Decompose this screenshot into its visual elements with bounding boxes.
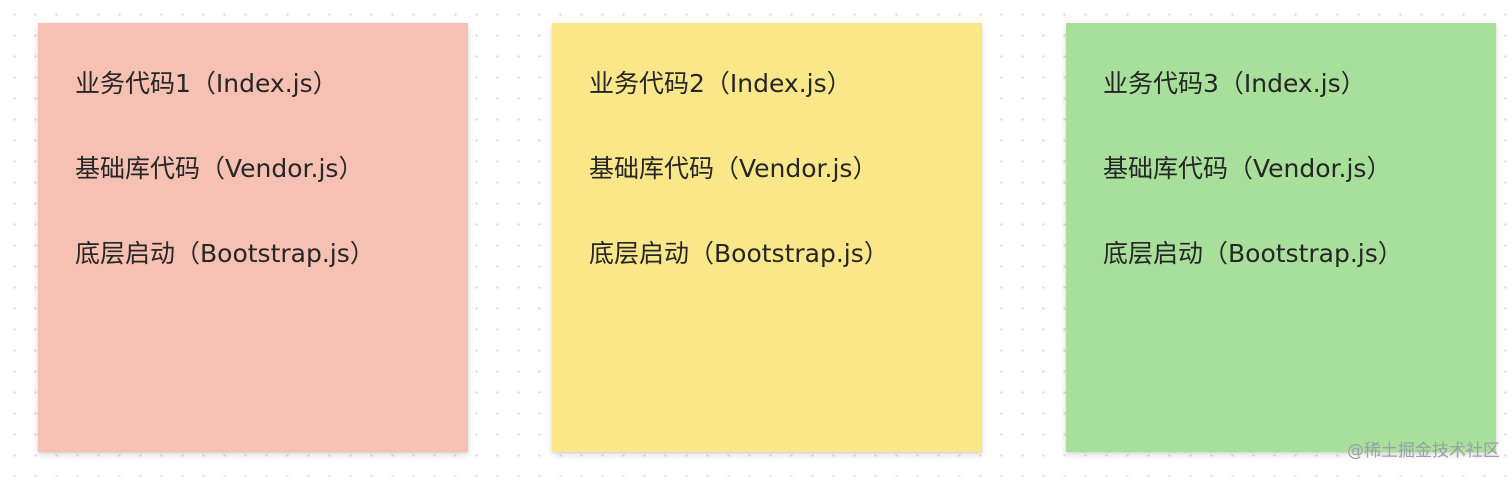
note-3-line-bootstrap: 底层启动（Bootstrap.js） bbox=[1103, 239, 1403, 268]
note-2-line-vendor-code: 基础库代码（Vendor.js） bbox=[589, 154, 878, 183]
sticky-note-1[interactable]: 业务代码1（Index.js） 基础库代码（Vendor.js） 底层启动（Bo… bbox=[38, 23, 468, 452]
sticky-note-3[interactable]: 业务代码3（Index.js） 基础库代码（Vendor.js） 底层启动（Bo… bbox=[1066, 23, 1496, 452]
note-3-line-vendor-code: 基础库代码（Vendor.js） bbox=[1103, 154, 1392, 183]
sticky-note-2[interactable]: 业务代码2（Index.js） 基础库代码（Vendor.js） 底层启动（Bo… bbox=[552, 23, 982, 452]
note-2-line-business-code: 业务代码2（Index.js） bbox=[589, 69, 852, 98]
note-2-line-bootstrap: 底层启动（Bootstrap.js） bbox=[589, 239, 889, 268]
note-1-line-business-code: 业务代码1（Index.js） bbox=[75, 69, 338, 98]
note-3-line-business-code: 业务代码3（Index.js） bbox=[1103, 69, 1366, 98]
note-1-line-bootstrap: 底层启动（Bootstrap.js） bbox=[75, 239, 375, 268]
note-1-line-vendor-code: 基础库代码（Vendor.js） bbox=[75, 154, 364, 183]
watermark-text: @稀土掘金技术社区 bbox=[1347, 441, 1500, 461]
